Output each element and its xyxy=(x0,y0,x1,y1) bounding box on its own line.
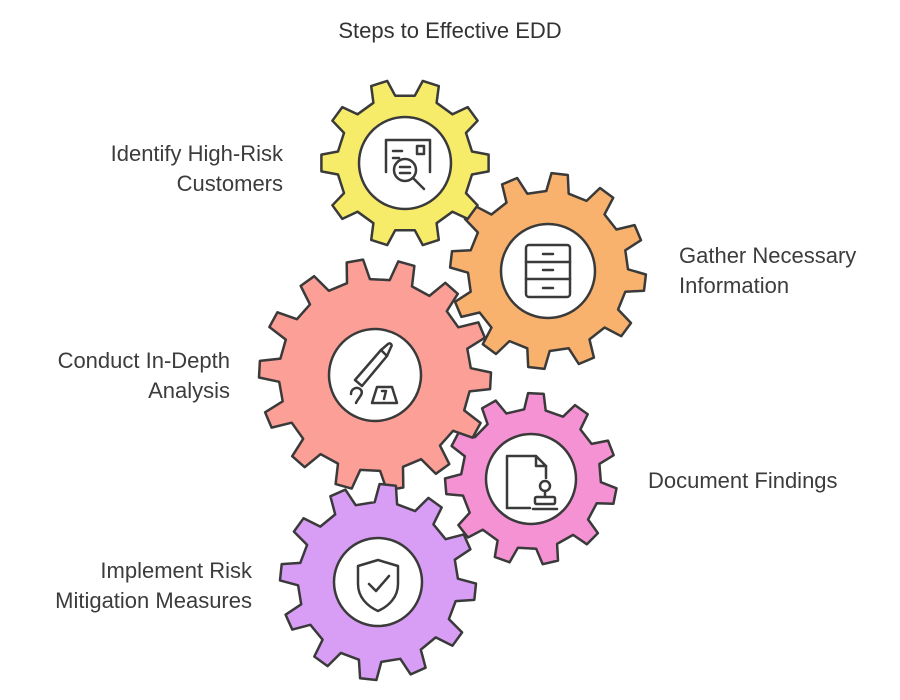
gear-gather-information xyxy=(448,171,648,371)
filing-cabinet-icon xyxy=(524,243,572,299)
stamped-document-icon xyxy=(505,454,559,511)
shield-check-icon xyxy=(356,558,400,613)
label-line: Implement Risk xyxy=(100,558,252,583)
label-line: Gather Necessary xyxy=(679,243,857,268)
step-label-conduct-analysis: Conduct In-Depth Analysis xyxy=(58,346,230,406)
forensic-knife-icon xyxy=(349,342,399,405)
label-line: Information xyxy=(679,273,790,298)
diagram-title: Steps to Effective EDD xyxy=(338,18,562,43)
gear-document-findings xyxy=(443,391,618,566)
gear-hub xyxy=(357,115,453,211)
step-label-document-findings: Document Findings xyxy=(648,466,838,496)
step-label-implement-mitigation: Implement Risk Mitigation Measures xyxy=(55,556,252,616)
label-line: Analysis xyxy=(148,378,230,403)
search-profile-icon xyxy=(384,138,432,191)
gear-conduct-analysis xyxy=(257,258,493,492)
gear-implement-mitigation xyxy=(278,482,478,682)
label-line: Document Findings xyxy=(648,468,838,493)
gear-hub xyxy=(327,327,423,423)
label-line: Conduct In-Depth xyxy=(57,348,230,373)
label-line: Identify High-Risk xyxy=(110,141,283,166)
gear-identify-high-risk xyxy=(320,79,490,247)
label-line: Mitigation Measures xyxy=(55,588,252,613)
step-label-identify-high-risk: Identify High-Risk Customers xyxy=(111,139,283,199)
gear-hub xyxy=(332,536,424,628)
gear-hub xyxy=(484,432,578,526)
step-label-gather-information: Gather Necessary Information xyxy=(679,241,856,301)
label-line: Customers xyxy=(176,171,283,196)
